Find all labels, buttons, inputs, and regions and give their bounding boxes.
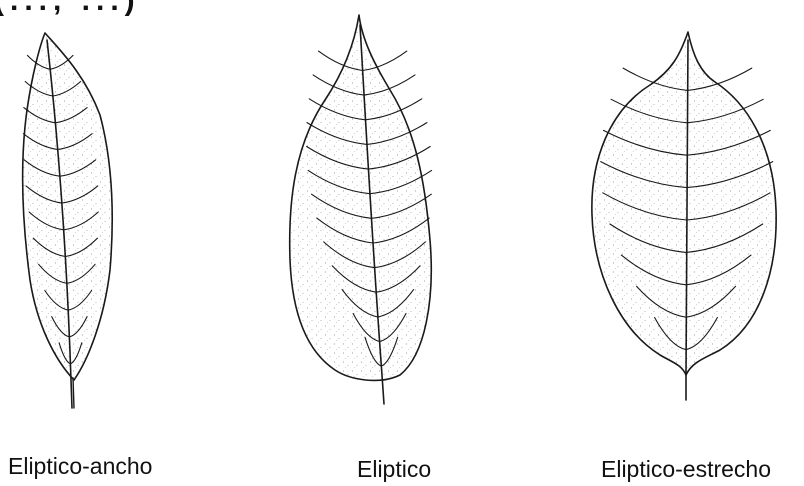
leaf-caption: Eliptico-estrecho xyxy=(601,456,771,483)
broad-elliptic-leaf-icon xyxy=(592,32,776,400)
svg-text:(..., ...): (..., ...) xyxy=(0,0,141,17)
elliptic-serrated-leaf-icon xyxy=(290,15,432,404)
narrow-serrated-leaf-icon xyxy=(23,33,113,408)
header-fragment: (..., ...) xyxy=(0,0,141,17)
leaf-caption: Eliptico-ancho xyxy=(8,453,152,480)
leaf-caption: Eliptico xyxy=(357,456,431,483)
